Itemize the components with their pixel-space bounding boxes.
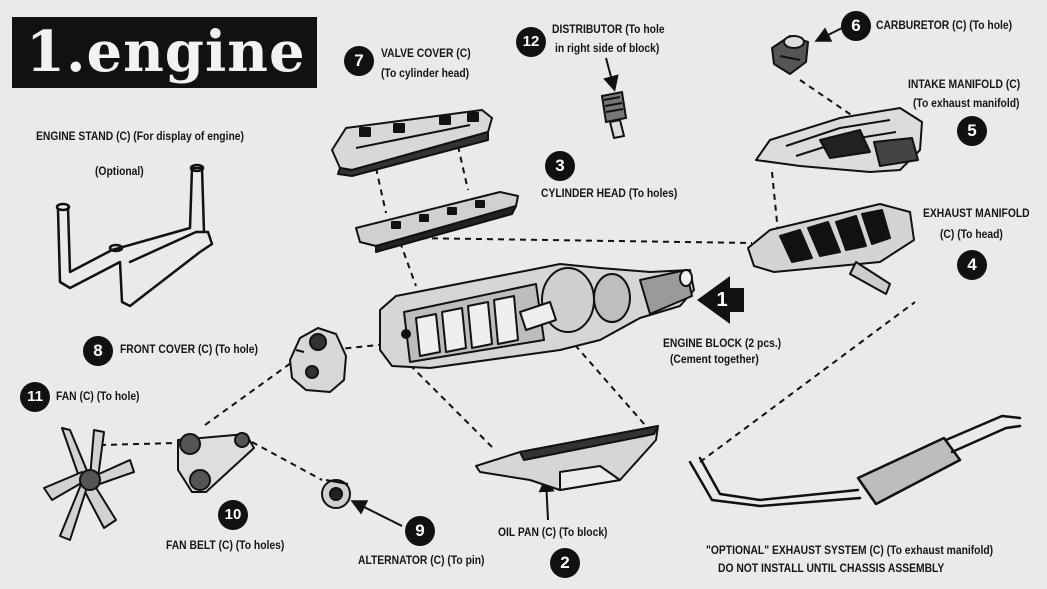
step-number-badge: 11	[20, 382, 50, 412]
engine-stand-optional-label: (Optional)	[95, 164, 144, 178]
exhaust-system-icon	[688, 414, 1022, 508]
step-number-badge: 3	[545, 151, 575, 181]
intake-manifold-sub-label: (To exhaust manifold)	[913, 96, 1020, 110]
exhaust-manifold-sub-label: (C) (To head)	[940, 227, 1003, 241]
valve-cover-sub-label: (To cylinder head)	[381, 66, 470, 80]
exhaust-system-label: "OPTIONAL" EXHAUST SYSTEM (C) (To exhaus…	[706, 543, 994, 557]
fan-label: FAN (C) (To hole)	[56, 389, 140, 403]
alternator-label: ALTERNATOR (C) (To pin)	[358, 553, 485, 567]
engine-stand-label: ENGINE STAND (C) (For display of engine)	[36, 129, 244, 143]
exhaust-manifold-icon	[747, 203, 915, 295]
engine-block-sub-label: (Cement together)	[670, 352, 759, 366]
fan-icon	[43, 427, 135, 541]
valve-cover-label: VALVE COVER (C)	[381, 46, 471, 60]
step-number-badge: 10	[218, 500, 248, 530]
step-number-badge: 6	[841, 11, 871, 41]
carburetor-label: CARBURETOR (C) (To hole)	[876, 18, 1013, 32]
step-number-badge: 7	[344, 46, 374, 76]
front-cover-icon	[289, 327, 347, 393]
step-number-badge: 9	[405, 516, 435, 546]
pointer-arrows	[350, 27, 843, 527]
carburetor-icon	[771, 35, 809, 75]
assembly-guide-lines	[99, 79, 916, 481]
fan-belt-label: FAN BELT (C) (To holes)	[166, 538, 285, 552]
intake-manifold-icon	[755, 107, 923, 173]
engine-block-icon	[379, 263, 695, 369]
step-number-badge: 12	[516, 27, 546, 57]
engine-block-arrow-icon	[697, 276, 744, 324]
step-number-badge: 8	[83, 336, 113, 366]
step-number-badge: 5	[957, 116, 987, 146]
step-number-badge: 1	[716, 289, 728, 311]
intake-manifold-label: INTAKE MANIFOLD (C)	[908, 77, 1021, 91]
page-title: 1.engine	[12, 17, 317, 88]
oil-pan-icon	[475, 425, 659, 491]
front-cover-label: FRONT COVER (C) (To hole)	[120, 342, 258, 356]
engine-stand-icon	[55, 163, 214, 308]
engine-block-label: ENGINE BLOCK (2 pcs.)	[663, 336, 782, 350]
cylinder-head-label: CYLINDER HEAD (To holes)	[541, 186, 678, 200]
exhaust-manifold-label: EXHAUST MANIFOLD	[923, 206, 1030, 220]
cylinder-head-icon	[355, 191, 519, 253]
step-number-badge: 2	[550, 548, 580, 578]
step-number-badge: 4	[957, 250, 987, 280]
distributor-icon	[600, 90, 628, 140]
fan-belt-icon	[177, 432, 255, 493]
distributor-sub-label: in right side of block)	[555, 41, 660, 55]
exhaust-system-note: DO NOT INSTALL UNTIL CHASSIS ASSEMBLY	[718, 561, 945, 575]
valve-cover-icon	[331, 109, 493, 177]
oil-pan-label: OIL PAN (C) (To block)	[498, 525, 608, 539]
alternator-icon	[321, 479, 351, 509]
distributor-label: DISTRIBUTOR (To hole	[552, 22, 665, 36]
